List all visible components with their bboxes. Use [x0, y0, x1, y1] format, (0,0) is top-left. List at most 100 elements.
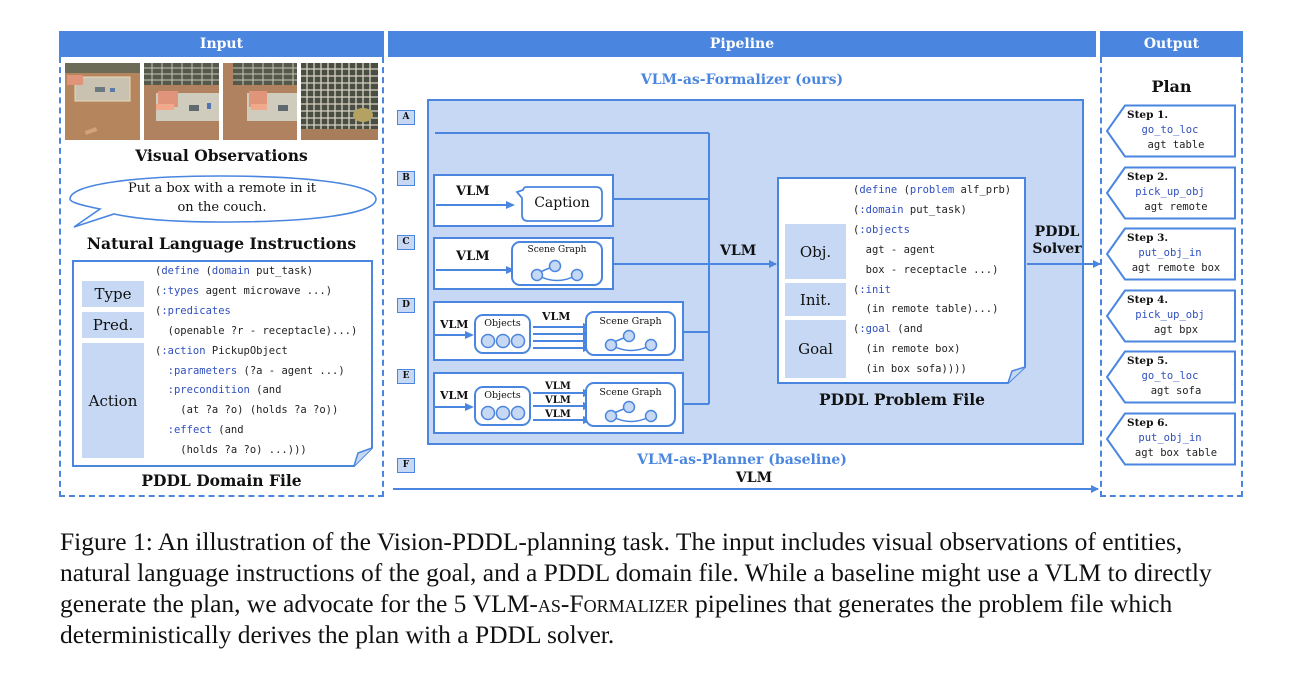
code-text: ( — [853, 203, 860, 216]
pipeline-c-graph-icon — [530, 259, 584, 282]
step-args: agt sofa — [1150, 385, 1202, 397]
domain-code-line: (holds ?a ?o) ...))) — [155, 444, 307, 457]
step-args: agt bpx — [1153, 323, 1199, 336]
code-text: ( — [853, 283, 860, 296]
pipeline-c-vlm-label: VLM — [456, 249, 490, 264]
row-label-c: C — [397, 235, 415, 250]
pipeline-d-multi-vlm-label: VLM — [542, 310, 571, 323]
problem-code-line: (:objects — [853, 224, 910, 236]
problem-label-obj: Obj. — [785, 224, 846, 279]
code-keyword: :action — [161, 344, 206, 357]
step-args: agt box table — [1134, 446, 1218, 459]
pipeline-e-vlm-label-3: VLM — [545, 409, 571, 420]
row-label-e: E — [397, 369, 415, 384]
pipeline-b-vlm-label: VLM — [456, 184, 490, 199]
pddl-solver-label-line1: PDDL — [1034, 224, 1080, 240]
code-keyword: :goal — [859, 323, 891, 336]
code-keyword: :init — [859, 283, 891, 296]
pipeline-e-objects-icon — [480, 405, 526, 421]
output-panel — [1100, 57, 1243, 497]
instruction-text-line-1: Put a box with a remote in it — [127, 181, 317, 196]
domain-code-line: (openable ?r - receptacle)...) — [155, 325, 358, 337]
problem-label-init: Init. — [785, 283, 846, 316]
row-label-b: B — [397, 171, 415, 186]
code-keyword: domain — [211, 265, 250, 277]
step-title: Step 2. — [1127, 170, 1169, 183]
caption-label: Caption — [534, 195, 590, 211]
pddl-problem-file-label: PDDL Problem File — [818, 390, 986, 409]
domain-label-pred: Pred. — [82, 312, 144, 338]
instruction-speech-bubble — [69, 175, 377, 228]
pipeline-d-arrow-in — [435, 331, 474, 339]
caption-text-suffix: pipelines that generates the problem fil… — [60, 589, 1173, 649]
code-text: (holds ?a ?o) ...))) — [155, 444, 307, 457]
domain-code-line: (:action PickupObject — [155, 345, 288, 357]
figure-caption: Figure 1: An illustration of the Vision-… — [60, 526, 1250, 650]
input-panel — [59, 57, 384, 497]
natural-language-instructions-label: Natural Language Instructions — [86, 234, 357, 253]
step-args: agt remote box — [1131, 262, 1221, 274]
step-arrow-shape — [1105, 412, 1236, 465]
pipeline-e-objects-label: Objects — [484, 390, 521, 401]
output-panel-header: Output — [1100, 31, 1243, 57]
step-action: pick_up_obj — [1135, 308, 1205, 321]
observation-image-2 — [144, 63, 219, 140]
code-keyword: :precondition — [167, 384, 250, 397]
input-panel-header: Input — [59, 31, 384, 57]
domain-code-line: :effect (and — [155, 424, 244, 436]
pipeline-e-scene-graph-label: Scene Graph — [599, 387, 662, 398]
merge-vlm-label: VLM — [720, 243, 757, 259]
code-text: ( — [155, 304, 162, 317]
caption-bubble — [515, 186, 603, 222]
code-text: (?a - agent ...) — [237, 364, 345, 377]
domain-code-line: (:types agent microwave ...) — [155, 285, 332, 297]
problem-code-line: (:init — [853, 284, 891, 296]
code-text: ( — [853, 184, 860, 196]
step-action: pick_up_obj — [1135, 185, 1205, 198]
domain-file-document — [72, 260, 373, 467]
pipeline-e-graph-icon — [604, 400, 658, 423]
problem-code-line: (in box sofa)))) — [853, 363, 967, 375]
code-text: ( — [155, 265, 162, 277]
problem-code-line: (in remote table)...) — [853, 303, 999, 316]
vlm-as-planner-title: VLM-as-Planner (baseline) — [637, 452, 847, 468]
code-text: ( — [897, 184, 910, 196]
pipeline-connectors — [393, 132, 1101, 493]
pipeline-d-graph-icon — [604, 329, 658, 352]
step-action: go_to_loc — [1141, 124, 1199, 136]
step-arrow-shape — [1105, 104, 1236, 158]
visual-observations-label: Visual Observations — [135, 146, 308, 165]
code-text: (in remote table)...) — [853, 303, 999, 316]
pddl-solver-label-line2: Solver — [1032, 241, 1082, 257]
code-keyword: :parameters — [167, 364, 238, 377]
step-arrow-shape — [1105, 166, 1236, 219]
code-text: ( — [199, 265, 212, 277]
problem-code-line: box - receptacle ...) — [853, 264, 999, 276]
pipeline-d-vlm-label: VLM — [440, 318, 469, 331]
code-text: ( — [155, 284, 162, 297]
observation-image-3 — [223, 63, 297, 140]
pipeline-e-arrow-in — [435, 403, 474, 411]
row-label-d: D — [397, 298, 415, 313]
code-keyword: define — [161, 265, 200, 277]
domain-label-type: Type — [82, 281, 144, 307]
pipeline-e-vlm-label: VLM — [440, 389, 469, 402]
instruction-text-line-2: on the couch. — [177, 200, 267, 215]
code-keyword: :effect — [167, 424, 212, 437]
pipeline-d-objects-icon — [480, 333, 526, 349]
vlm-as-formalizer-title: VLM-as-Formalizer (ours) — [640, 72, 844, 88]
plan-title: Plan — [1151, 77, 1192, 96]
step-title: Step 4. — [1127, 293, 1169, 306]
code-text: (and — [890, 323, 923, 336]
step-action: put_obj_in — [1138, 431, 1202, 444]
domain-code-line: (:predicates — [155, 305, 231, 317]
code-text: put_task) — [903, 203, 967, 216]
pipeline-c-scene-graph-label: Scene Graph — [527, 245, 587, 255]
code-keyword: :types — [161, 284, 200, 297]
step-action: go_to_loc — [1141, 370, 1199, 382]
code-keyword: problem — [909, 184, 955, 196]
code-text: alf_prb) — [954, 184, 1012, 196]
